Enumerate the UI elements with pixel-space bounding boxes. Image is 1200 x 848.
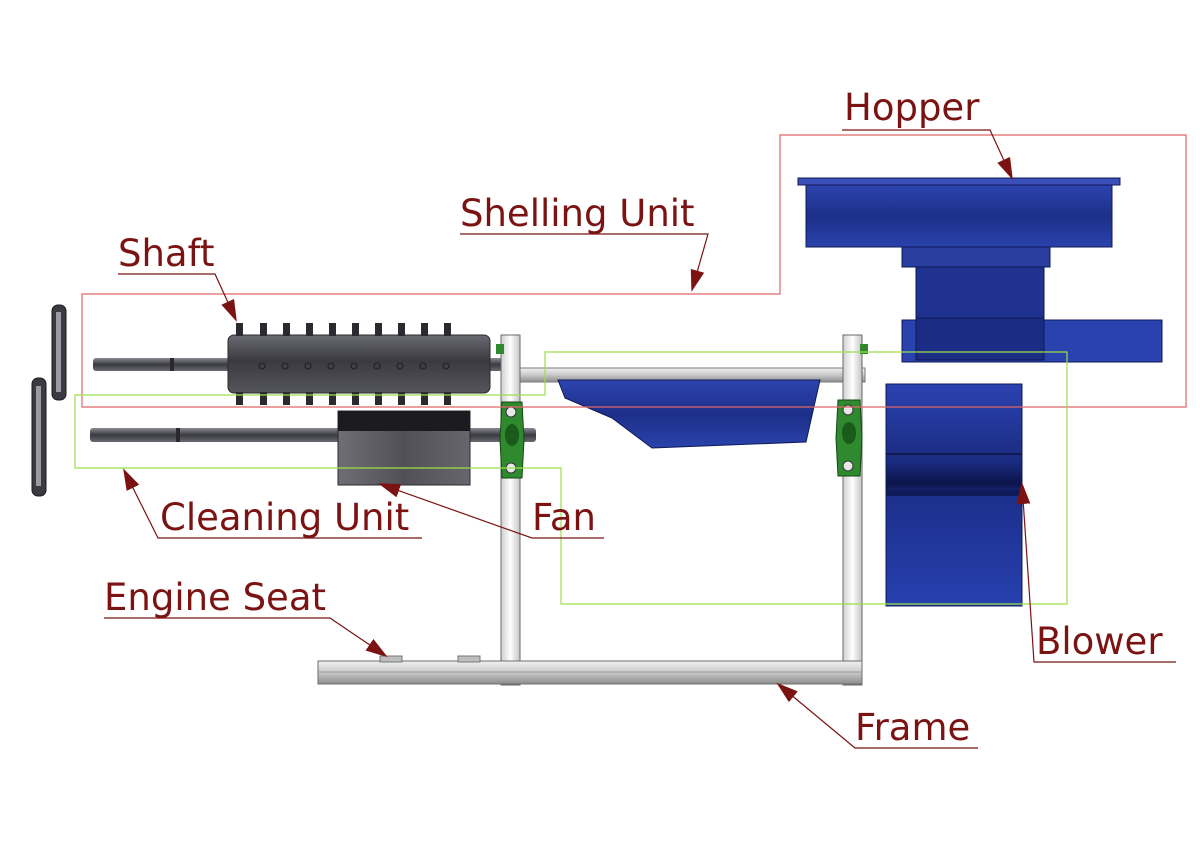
hopper-leader: [842, 129, 1013, 180]
blower-leader: [1016, 482, 1176, 663]
cleaning-unit-label: Cleaning Unit: [160, 496, 409, 539]
frame-post-left: [500, 334, 521, 686]
shaft-assembly: [93, 323, 505, 405]
hopper-label: Hopper: [844, 86, 980, 129]
pulley-group: [31, 304, 67, 497]
fan-leader: [378, 483, 604, 539]
shaft-label: Shaft: [118, 232, 215, 275]
shelling-trough: [519, 367, 866, 449]
engine-seat: [379, 655, 403, 663]
frame-leader: [776, 682, 978, 749]
drum-pegs: [236, 323, 451, 405]
hopper: [797, 177, 1163, 363]
engine-seat-label: Engine Seat: [104, 576, 326, 619]
fan-shaft-assembly: [90, 410, 536, 486]
engine-seat-leader: [104, 617, 388, 658]
fan-label: Fan: [532, 496, 596, 539]
shaft-leader: [118, 273, 237, 322]
frame-label: Frame: [855, 706, 970, 749]
shelling-drum: [227, 334, 491, 394]
blower-label: Blower: [1036, 620, 1163, 663]
callout-leaders: [104, 129, 1176, 749]
shelling-unit-outline: [81, 134, 1187, 408]
shelling-unit-label: Shelling Unit: [460, 192, 695, 235]
frame-post-right: [842, 334, 863, 686]
cleaning-unit-leader: [123, 468, 422, 539]
cleaning-unit-outline: [74, 351, 1068, 605]
blower: [885, 383, 1023, 607]
bearings: [496, 344, 868, 479]
shelling-unit-leader: [460, 233, 709, 292]
